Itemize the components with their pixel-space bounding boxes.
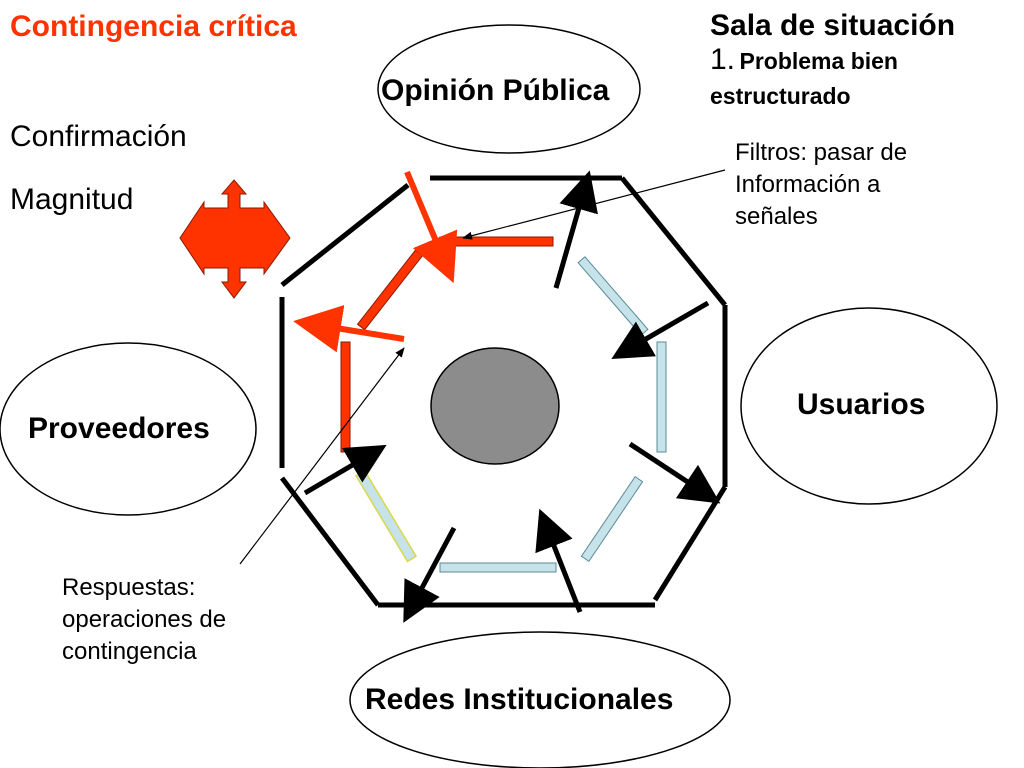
- octagon-bottom-right: [652, 485, 728, 602]
- node-label-opinion-publica: Opinión Pública: [381, 74, 610, 107]
- octagon-top-left: [280, 183, 410, 287]
- arrow-from-opinion: [553, 170, 598, 289]
- annotation-respuestas: Respuestas: operaciones de contingencia: [62, 572, 226, 668]
- blue-bar-upper-right: [577, 256, 649, 336]
- right-header: Sala de situación 1. Problema bien estru…: [710, 8, 955, 111]
- header-line2: Problema bien: [739, 48, 898, 74]
- node-label-usuarios: Usuarios: [797, 388, 926, 421]
- four-way-arrow-icon: [179, 179, 291, 299]
- red-bar-upper-left: [356, 249, 424, 331]
- node-ellipses: [0, 24, 998, 768]
- respuestas-line-1: Respuestas:: [62, 574, 196, 601]
- ellipse-proveedores: [0, 342, 257, 516]
- label-magnitud: Magnitud: [10, 183, 134, 216]
- red-bar-top: [439, 236, 554, 247]
- leader-respuestas: [239, 347, 405, 565]
- octagon-top-right: [620, 176, 727, 307]
- arrow-from-proveedores: [303, 444, 387, 496]
- filtros-line-3: señales: [735, 203, 818, 230]
- header-line2-wrap: 1. Problema bien: [710, 44, 955, 81]
- arrow-into-usuarios-upper: [611, 300, 710, 360]
- ellipse-opinion-publica: [377, 24, 641, 154]
- respuestas-line-2: operaciones de: [62, 606, 227, 633]
- label-confirmacion: Confirmación: [10, 120, 187, 153]
- black-arrows: [303, 170, 721, 623]
- arrow-to-redes-down: [403, 526, 457, 623]
- node-label-proveedores: Proveedores: [28, 412, 210, 445]
- ellipse-usuarios: [740, 307, 998, 505]
- leader-filtros: [462, 169, 726, 240]
- arrow-out-usuarios-lower: [628, 441, 721, 504]
- octagon-bottom-left: [280, 476, 380, 607]
- red-arrow-outward-left: [293, 305, 405, 353]
- red-arrows: [293, 170, 458, 353]
- header-line1: Sala de situación: [710, 9, 956, 42]
- red-arrow-inward-top: [404, 170, 458, 284]
- annotation-leaders: [239, 169, 726, 565]
- title: Contingencia crítica: [10, 10, 297, 43]
- red-bar-left: [340, 341, 351, 453]
- ellipse-redes-institucionales: [349, 631, 731, 768]
- filtros-line-1: Filtros: pasar de: [735, 139, 908, 166]
- annotation-filtros: Filtros: pasar de Información a señales: [735, 137, 907, 233]
- node-label-redes-institucionales: Redes Institucionales: [365, 683, 674, 716]
- filtros-line-2: Información a: [735, 171, 881, 198]
- core-circle: [430, 347, 560, 465]
- blue-bar-right: [656, 341, 667, 453]
- blue-bar-lower-right: [580, 475, 644, 563]
- blue-bar-lower-left: [354, 469, 418, 563]
- header-number: 1.: [710, 43, 736, 76]
- header-line3: estructurado: [710, 83, 851, 109]
- blue-bar-bottom: [439, 562, 557, 573]
- respuestas-line-3: contingencia: [62, 638, 197, 665]
- arrow-from-redes-up: [535, 508, 583, 613]
